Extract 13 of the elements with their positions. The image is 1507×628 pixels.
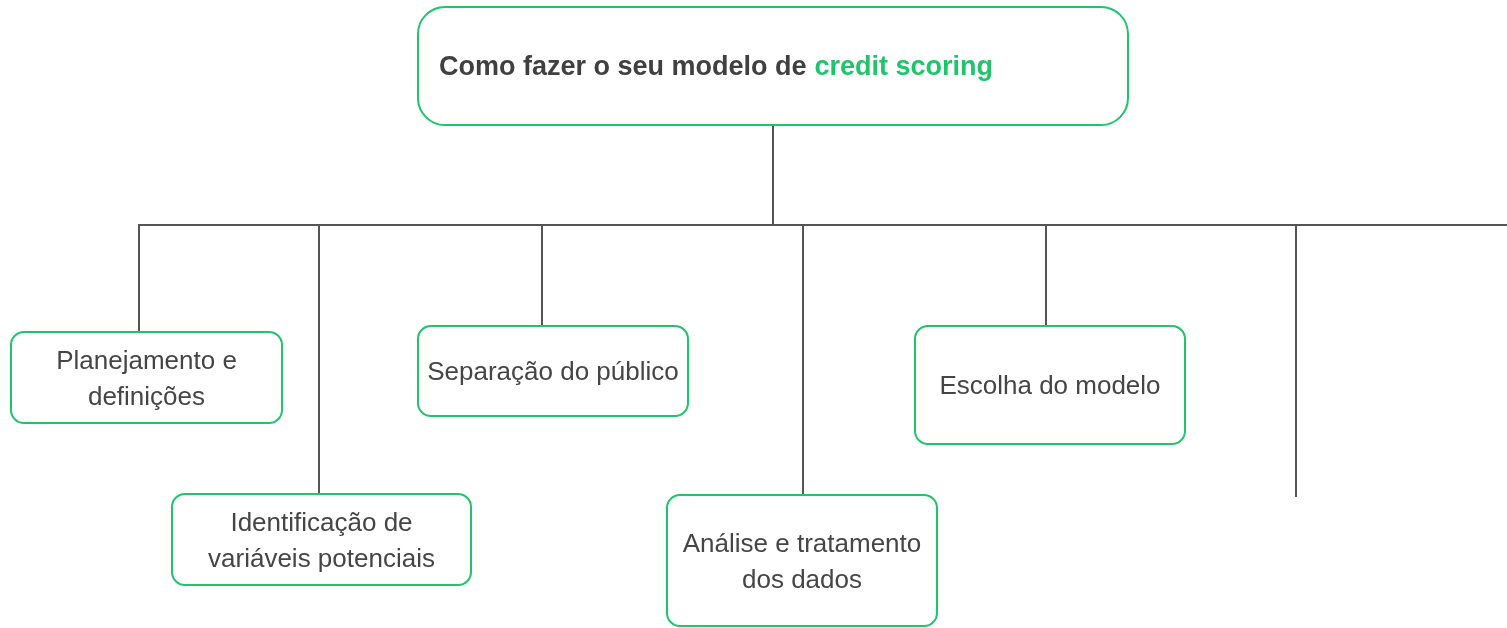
step-label: Análise e tratamento dos dados xyxy=(681,526,923,596)
title-highlight: credit scoring xyxy=(814,49,994,83)
step-label: Separação do público xyxy=(427,355,679,388)
step-label: Escolha do modelo xyxy=(939,369,1161,402)
step-label: Identificação de variáveis potenciais xyxy=(207,505,436,575)
step-box xyxy=(914,325,1186,445)
step-box xyxy=(10,331,283,424)
step-box xyxy=(666,494,938,627)
title-box xyxy=(417,6,1129,126)
step-box xyxy=(171,493,472,586)
step-box xyxy=(417,325,689,417)
title-text: Como fazer o seu modelo de xyxy=(439,49,807,83)
step-label: Planejamento e definições xyxy=(55,343,238,413)
